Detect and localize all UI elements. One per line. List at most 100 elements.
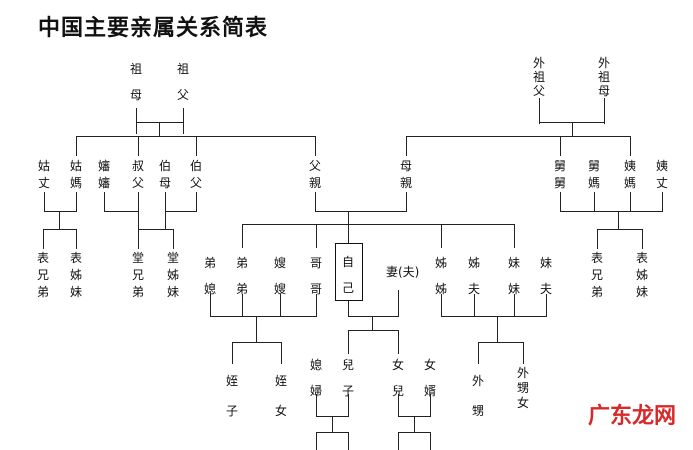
line-sisters-children: [478, 342, 524, 343]
line-to-jiejie: [441, 224, 442, 248]
line-self-couple: [348, 316, 399, 317]
line-grandchild-d: [430, 432, 431, 450]
line-grandchild-a: [316, 432, 317, 450]
node-yima: 姨媽: [623, 159, 636, 190]
line-yima-down: [630, 192, 631, 212]
line-daughter-couple-down: [414, 416, 415, 432]
line-meifu-down: [546, 294, 547, 316]
line-maternal-sibs: [406, 136, 630, 137]
line-to-tang-xiongdi: [138, 229, 139, 249]
node-waizufu: 外祖父: [532, 56, 545, 98]
line-to-muqin: [406, 136, 407, 156]
node-shenshen: 嬸嬸: [97, 159, 110, 190]
node-qi: 妻(夫): [386, 265, 420, 279]
line-brothers-down: [256, 316, 257, 342]
node-meimei: 妹妹: [507, 256, 520, 296]
watermark-logo: 广东龙网: [588, 403, 677, 429]
line-parents-down: [348, 211, 349, 224]
node-nuxu: 女婿: [423, 358, 436, 398]
line-biao1-sibs: [43, 229, 77, 230]
line-maternal-down: [572, 122, 573, 136]
line-zumu: [136, 108, 137, 134]
line-to-meimei: [514, 224, 515, 248]
node-saosao: 嫂嫂: [273, 256, 286, 296]
line-gu-couple: [44, 211, 77, 212]
line-grandchildren-2: [398, 432, 431, 433]
line-bomu-down: [165, 192, 166, 212]
node-zumu: 祖母: [129, 62, 142, 102]
node-zhizi: 姪子: [225, 374, 238, 418]
line-erzi-down: [348, 394, 349, 416]
line-guzhang-down: [44, 192, 45, 212]
line-parents-couple: [315, 211, 407, 212]
node-shufu: 叔父: [131, 159, 144, 190]
node-tang-jiemei: 堂姊妹: [166, 251, 179, 299]
line-sisters-down: [497, 316, 498, 342]
node-nuer: 女兒: [391, 358, 404, 398]
node-zhinu: 姪女: [274, 374, 287, 418]
line-jiu-couple: [560, 211, 595, 212]
node-gege: 哥哥: [309, 256, 322, 296]
line-son-couple-down: [332, 416, 333, 432]
line-self-down: [372, 316, 373, 330]
line-to-bofu: [196, 136, 197, 156]
line-bo-down: [165, 211, 166, 229]
line-zufu: [183, 108, 184, 134]
node-muqin: 母親: [399, 159, 412, 190]
line-grandchild-c: [398, 432, 399, 450]
line-yizhang-down: [662, 192, 663, 212]
line-to-yima: [630, 136, 631, 156]
line-paternal-sibs: [76, 136, 315, 137]
node-zufu: 祖父: [176, 62, 189, 102]
line-brothers-couples: [210, 316, 317, 317]
line-muqin-down: [406, 192, 407, 212]
node-erzi: 兒子: [341, 358, 354, 398]
line-yi-couple: [630, 211, 663, 212]
line-to-biao-xiongdi-1: [43, 229, 44, 249]
node-jiefu: 姊夫: [467, 256, 480, 296]
line-shu-couple: [104, 211, 139, 212]
node-biao-xiongdi-1: 表兄弟: [36, 251, 49, 299]
node-bofu: 伯父: [189, 159, 202, 190]
line-to-shufu: [138, 136, 139, 156]
line-bo-couple: [165, 211, 197, 212]
line-to-ziji: [348, 224, 349, 243]
line-nephews: [232, 342, 282, 343]
line-jiefu-down: [474, 294, 475, 316]
line-jiejie-down: [441, 294, 442, 316]
node-didi: 弟弟: [235, 256, 248, 296]
line-waizufu: [539, 98, 540, 124]
line-ziji-down: [348, 300, 349, 316]
node-waishengnu: 外甥女: [516, 366, 529, 410]
line-grandparents-down: [159, 122, 160, 136]
line-shufu-down: [138, 192, 139, 212]
line-gumama-down: [76, 192, 77, 212]
line-bofu-down: [196, 192, 197, 212]
line-to-didi: [242, 224, 243, 248]
line-jiuma-down: [594, 192, 595, 212]
line-to-fuqin: [315, 136, 316, 156]
line-to-zhinu: [281, 342, 282, 364]
line-shu-down: [138, 211, 139, 229]
line-gu-down: [59, 211, 60, 229]
line-tang-sibs: [138, 229, 174, 230]
line-to-waisheng: [478, 342, 479, 364]
line-saosao-down: [280, 294, 281, 316]
line-shenshen-down: [104, 192, 105, 212]
line-to-biao-jiemei-2: [642, 229, 643, 249]
node-biao-xiongdi-2: 表兄弟: [590, 251, 603, 299]
self-highlight-box: [335, 243, 363, 301]
line-to-tang-jiemei: [173, 229, 174, 249]
line-meimei-down: [514, 294, 515, 316]
node-waisheng: 外甥: [471, 374, 484, 418]
line-qi-down: [398, 290, 399, 316]
line-jiu-yi-join: [594, 211, 631, 212]
node-bomu: 伯母: [158, 159, 171, 190]
node-meifu: 妹夫: [539, 256, 552, 296]
line-to-waishengnu: [523, 342, 524, 364]
line-to-gege: [316, 224, 317, 248]
line-to-gumama: [76, 136, 77, 156]
node-jiuma: 舅媽: [587, 159, 600, 190]
line-xifu-down: [316, 394, 317, 416]
